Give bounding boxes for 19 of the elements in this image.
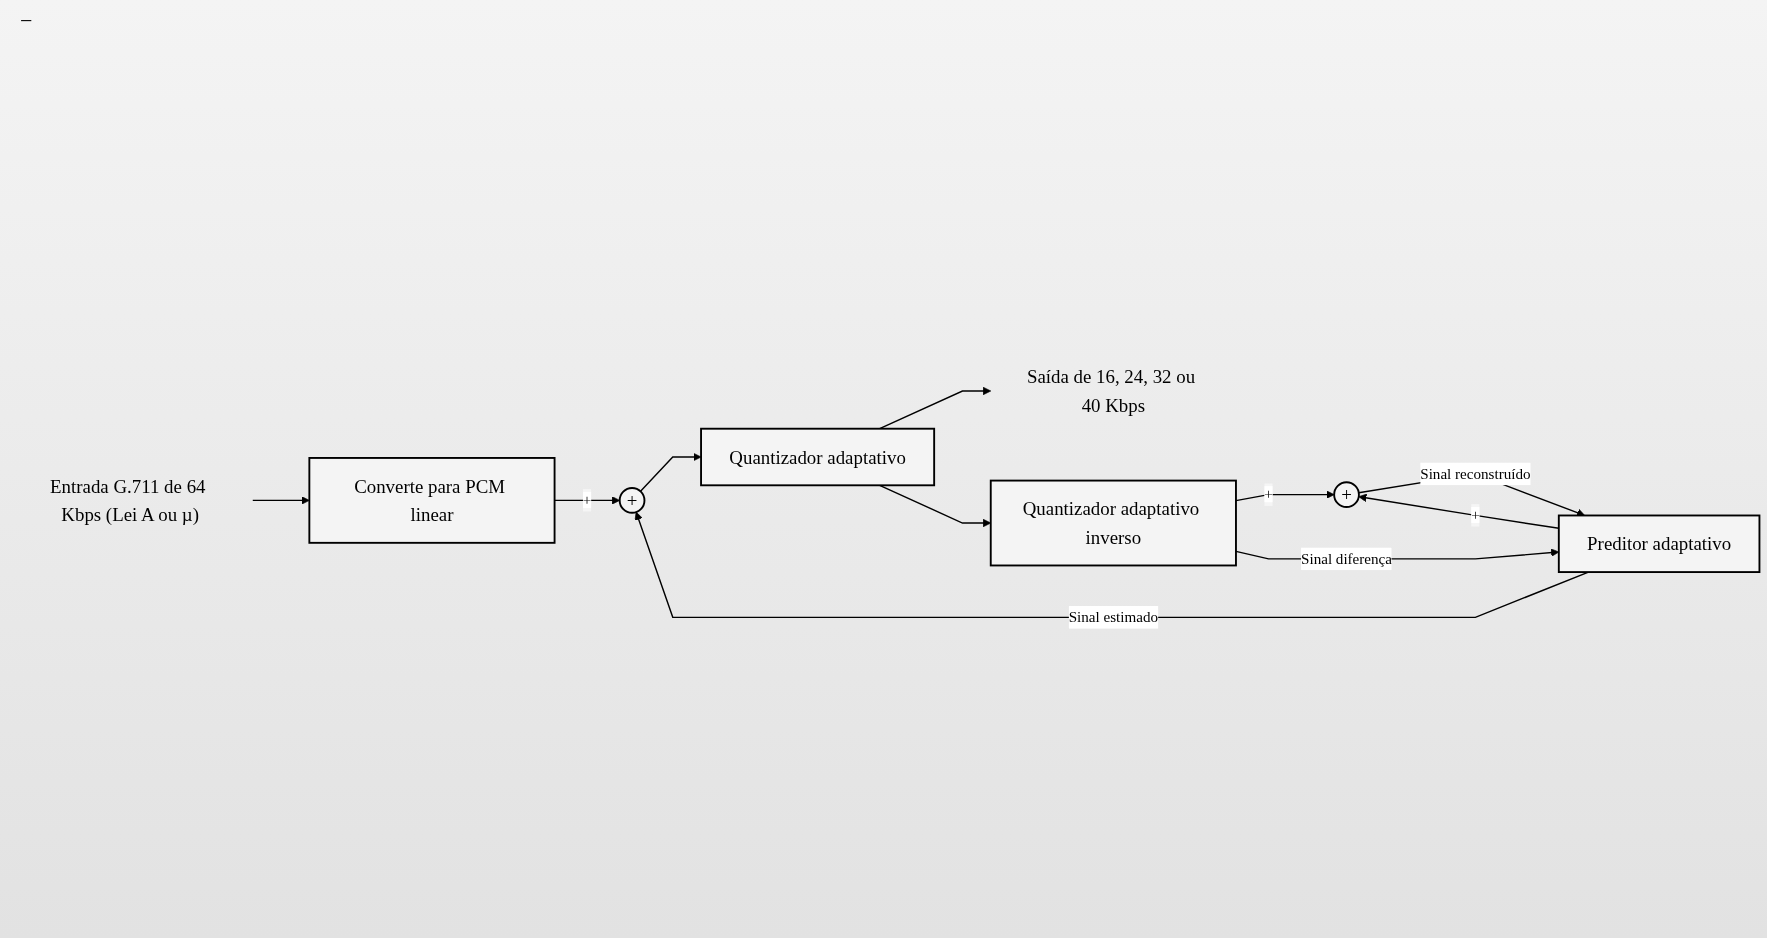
node-text: Saída de 16, 24, 32 ou 40 Kbps [1026, 366, 1196, 416]
edge-label: Sinal estimado [1068, 609, 1158, 626]
arrow [252, 496, 310, 505]
node-box: Converte para PCM linear [308, 457, 556, 545]
arrow [639, 453, 702, 493]
edge-label: + [582, 492, 592, 509]
sign-label: − [20, 8, 33, 34]
arrow [878, 387, 992, 430]
node-box: Quantizador adaptativo inverso [989, 480, 1237, 567]
node-text: Entrada G.711 de 64 Kbps (Lei A ou µ) [50, 476, 206, 526]
node-circle: + [618, 487, 646, 515]
arrow [1235, 490, 1335, 502]
node-box: Preditor adaptativo [1557, 514, 1761, 574]
edge-label: + [1264, 486, 1273, 503]
edge-label: Sinal diferença [1301, 550, 1392, 567]
node-box: Quantizador adaptativo [700, 428, 936, 487]
edge-label: Sinal reconstruído [1420, 465, 1531, 482]
edge-label: + [1471, 507, 1480, 524]
node-circle: + [1333, 481, 1360, 509]
